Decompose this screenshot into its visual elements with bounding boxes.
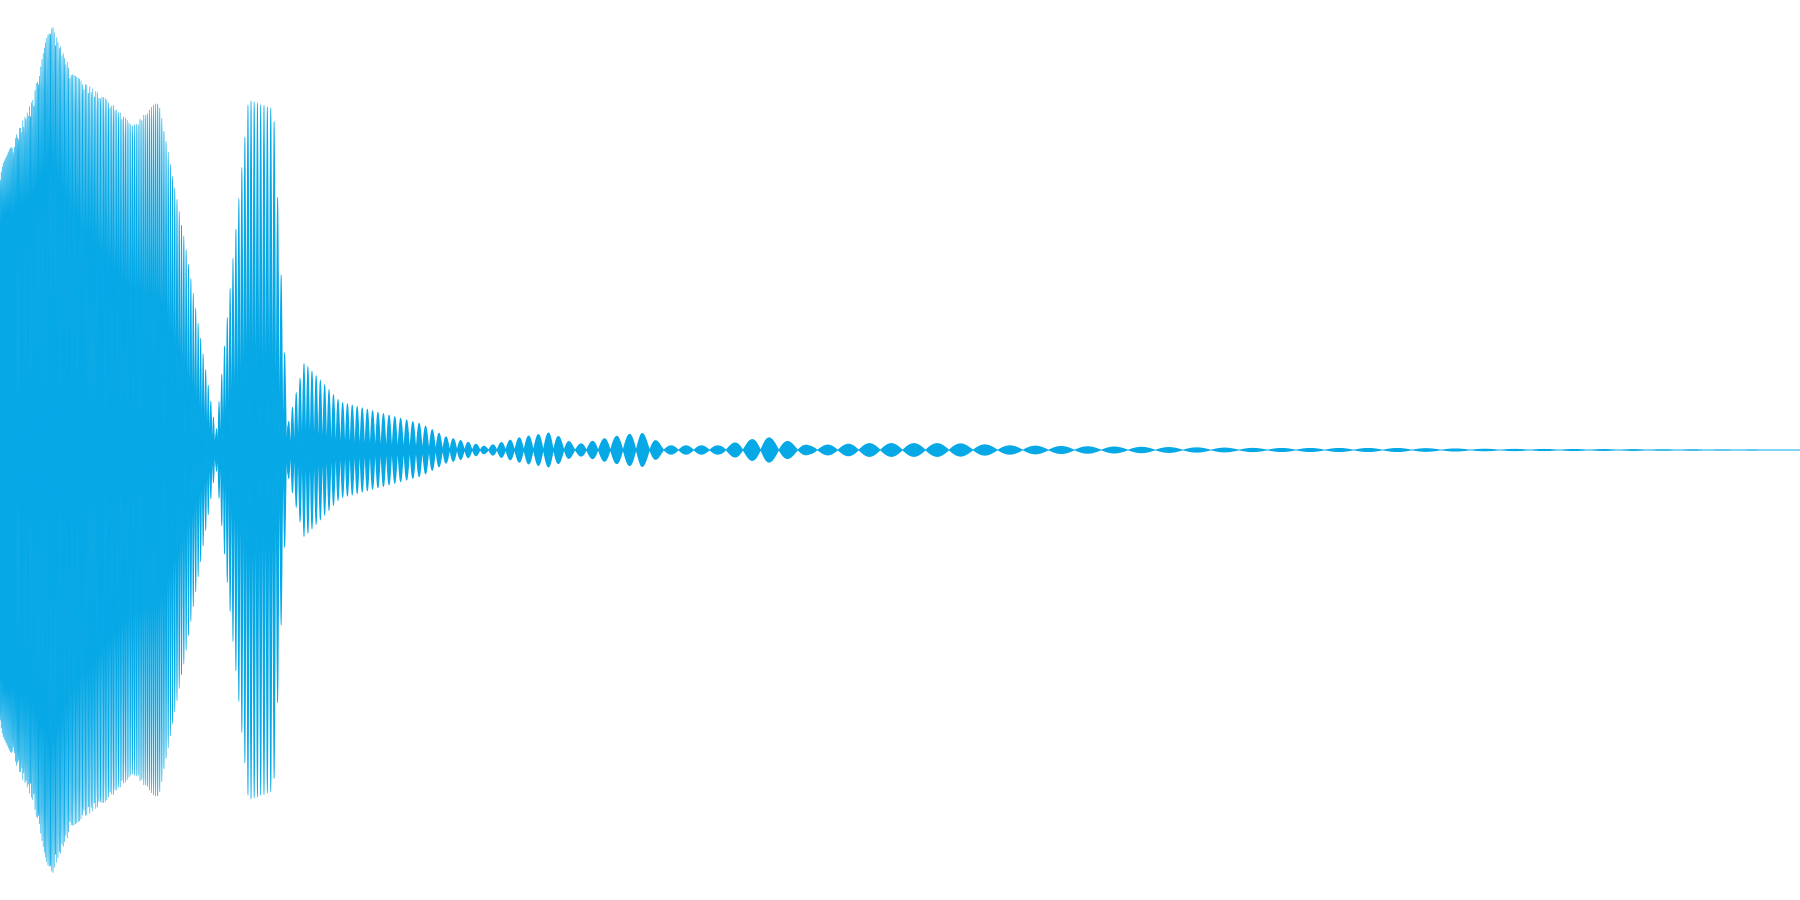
waveform-shape bbox=[0, 27, 1800, 873]
